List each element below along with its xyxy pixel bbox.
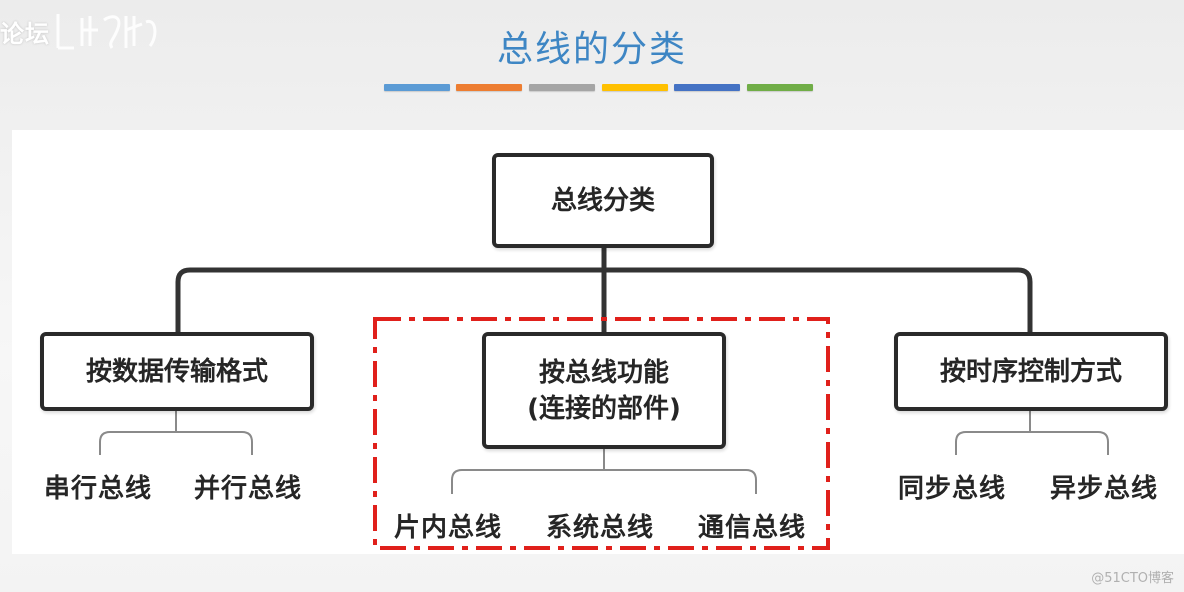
node-by-format: 按数据传输格式 — [40, 332, 314, 411]
accent-bar-5 — [674, 84, 740, 91]
leaf-onchip-bus: 片内总线 — [394, 513, 503, 543]
root-node: 总线分类 — [492, 153, 714, 248]
root-branch-left — [175, 267, 1033, 333]
node-by-function-label-2: (连接的部件) — [527, 393, 681, 424]
watermark-bottom: @51CTO博客 — [1091, 571, 1174, 586]
leaf-system-bus: 系统总线 — [546, 513, 655, 543]
leaf-communication-bus: 通信总线 — [698, 513, 807, 543]
accent-bar-6 — [747, 84, 813, 91]
accent-bar-4 — [602, 84, 668, 91]
highlight-frame — [373, 317, 830, 550]
accent-bar-2 — [456, 84, 522, 91]
node-by-format-label: 按数据传输格式 — [85, 356, 268, 387]
accent-bar-3 — [529, 84, 595, 91]
format-bracket — [99, 410, 253, 455]
watermark-logo — [56, 14, 157, 50]
watermark-text: 论坛 — [0, 20, 50, 48]
page-title: 总线的分类 — [496, 29, 687, 70]
leaf-serial-bus: 串行总线 — [44, 474, 153, 504]
root-node-label: 总线分类 — [550, 185, 655, 216]
node-by-timing-label: 按时序控制方式 — [939, 356, 1122, 387]
leaf-sync-bus: 同步总线 — [898, 474, 1007, 504]
leaf-async-bus: 异步总线 — [1050, 474, 1159, 504]
node-by-function: 按总线功能 (连接的部件) — [482, 332, 726, 449]
function-bracket — [451, 448, 757, 494]
node-by-timing: 按时序控制方式 — [894, 332, 1168, 411]
accent-bar-1 — [384, 84, 450, 91]
node-by-function-label-1: 按总线功能 — [538, 357, 669, 388]
leaf-parallel-bus: 并行总线 — [194, 474, 303, 504]
timing-bracket — [955, 410, 1109, 455]
